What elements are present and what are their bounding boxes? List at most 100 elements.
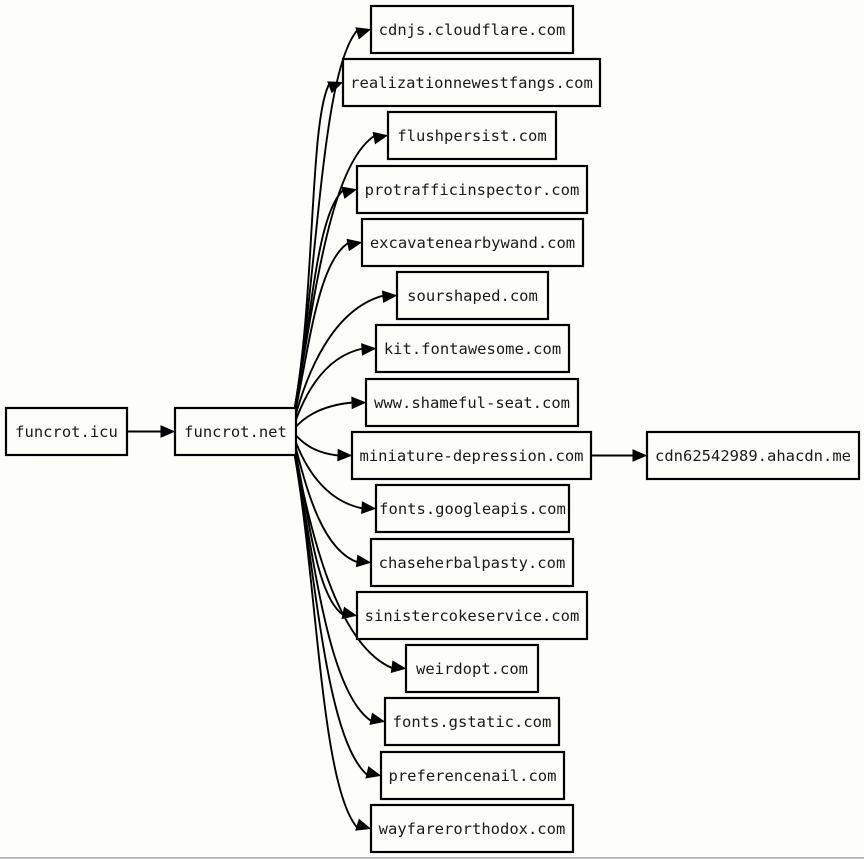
node-box[interactable] (645, 430, 861, 481)
node-label: wayfarerorthodox.com (379, 820, 566, 838)
node-box[interactable] (379, 750, 566, 801)
node-funcrot_net[interactable]: funcrot.net (173, 406, 298, 457)
node-label: flushpersist.com (397, 127, 546, 145)
node-funcrot_icu[interactable]: funcrot.icu (4, 406, 129, 457)
nodes-layer: funcrot.icu funcrot.net cdnjs.cloudflare.c… (4, 4, 861, 854)
edge-funcrot_net-to-weirdopt (293, 449, 407, 673)
node-box[interactable] (355, 164, 589, 215)
arrow-head-icon (327, 81, 344, 94)
edge-line (293, 441, 359, 564)
arrow-head-icon (361, 501, 377, 514)
edge-line (293, 241, 350, 418)
node-fonts_googleapis[interactable]: fonts.googleapis.com (374, 483, 571, 534)
node-flushpersist[interactable]: flushpersist.com (386, 110, 558, 161)
edge-funcrot_icu-to-funcrot_net (127, 425, 176, 438)
edge-line (293, 436, 364, 510)
node-sinistercokeservice[interactable]: sinistercokeservice.com (355, 590, 589, 641)
arrow-head-icon (361, 343, 377, 356)
node-miniature_depression[interactable]: miniature-depression.com (350, 430, 593, 481)
node-excavatenearbywand[interactable]: excavatenearbywand.com (360, 217, 585, 268)
node-label: chaseherbalpasty.com (379, 554, 566, 572)
node-label: cdnjs.cloudflare.com (379, 21, 566, 39)
edges-layer (127, 27, 648, 831)
node-label: realizationnewestfangs.com (350, 74, 593, 92)
arrow-head-icon (632, 449, 648, 462)
arrow-head-icon (351, 396, 367, 410)
edge-line (293, 450, 373, 723)
node-box[interactable] (173, 406, 298, 457)
node-box[interactable] (404, 643, 540, 694)
edge-miniature_depression-to-cdn62542989 (591, 449, 648, 462)
arrow-head-icon (369, 712, 386, 726)
node-box[interactable] (395, 270, 550, 321)
node-box[interactable] (360, 217, 585, 268)
node-label: preferencenail.com (389, 767, 557, 785)
node-label: protrafficinspector.com (365, 181, 580, 199)
node-chaseherbalpasty[interactable]: chaseherbalpasty.com (369, 537, 575, 588)
arrow-head-icon (355, 554, 372, 568)
node-box[interactable] (369, 537, 575, 588)
node-label: fonts.gstatic.com (393, 713, 552, 731)
node-label: excavatenearbywand.com (370, 234, 575, 252)
node-label: fonts.googleapis.com (379, 500, 566, 518)
edge-line (293, 401, 354, 430)
edge-line (293, 82, 331, 413)
arrow-head-icon (337, 448, 353, 462)
node-box[interactable] (369, 803, 575, 854)
edge-funcrot_net-to-chaseherbalpasty (293, 441, 372, 568)
node-box[interactable] (4, 406, 129, 457)
node-box[interactable] (386, 110, 558, 161)
arrow-head-icon (160, 425, 176, 438)
arrow-head-icon (381, 290, 398, 304)
node-box[interactable] (364, 377, 580, 428)
node-label: funcrot.icu (15, 423, 118, 441)
arrow-head-icon (365, 766, 382, 779)
node-label: funcrot.net (184, 423, 287, 441)
edge-funcrot_net-to-protrafficinspector (293, 186, 358, 414)
arrow-head-icon (372, 131, 389, 145)
node-box[interactable] (369, 4, 575, 55)
edge-line (293, 450, 359, 830)
node-wayfarerorthodox[interactable]: wayfarerorthodox.com (369, 803, 575, 854)
node-weirdopt[interactable]: weirdopt.com (404, 643, 540, 694)
node-box[interactable] (341, 57, 602, 108)
arrow-head-icon (355, 27, 372, 40)
edge-funcrot_net-to-fonts_gstatic (293, 450, 386, 726)
node-realizationnewestfangs[interactable]: realizationnewestfangs.com (341, 57, 602, 108)
arrow-head-icon (390, 660, 407, 673)
node-box[interactable] (374, 483, 571, 534)
node-kit_fontawesome[interactable]: kit.fontawesome.com (374, 323, 571, 374)
node-protrafficinspector[interactable]: protrafficinspector.com (355, 164, 589, 215)
edge-funcrot_net-to-www_shameful_seat (293, 396, 367, 430)
node-label: weirdopt.com (416, 660, 528, 678)
node-box[interactable] (355, 590, 589, 641)
node-preferencenail[interactable]: preferencenail.com (379, 750, 566, 801)
node-box[interactable] (383, 696, 561, 747)
node-box[interactable] (374, 323, 571, 374)
node-sourshaped[interactable]: sourshaped.com (395, 270, 550, 321)
edge-funcrot_net-to-sourshaped (293, 290, 398, 422)
node-label: www.shameful-seat.com (374, 394, 570, 412)
edge-line (293, 188, 345, 414)
edge-funcrot_net-to-excavatenearbywand (293, 238, 363, 418)
arrow-head-icon (355, 818, 372, 831)
node-cdn62542989[interactable]: cdn62542989.ahacdn.me (645, 430, 861, 481)
edge-line (293, 449, 394, 670)
edge-line (293, 347, 364, 426)
node-box[interactable] (350, 430, 593, 481)
node-label: cdn62542989.ahacdn.me (655, 447, 851, 465)
node-www_shameful_seat[interactable]: www.shameful-seat.com (364, 377, 580, 428)
edge-line (293, 294, 385, 422)
node-label: miniature-depression.com (360, 447, 584, 465)
edge-funcrot_net-to-fonts_googleapis (293, 436, 377, 514)
edge-funcrot_net-to-kit_fontawesome (293, 343, 377, 426)
arrow-head-icon (341, 186, 358, 199)
node-label: kit.fontawesome.com (384, 340, 561, 358)
node-fonts_gstatic[interactable]: fonts.gstatic.com (383, 696, 561, 747)
node-label: sinistercokeservice.com (365, 607, 580, 625)
edge-funcrot_net-to-realizationnewestfangs (293, 81, 344, 413)
node-cdnjs_cloudflare[interactable]: cdnjs.cloudflare.com (369, 4, 575, 55)
node-label: sourshaped.com (407, 287, 538, 305)
